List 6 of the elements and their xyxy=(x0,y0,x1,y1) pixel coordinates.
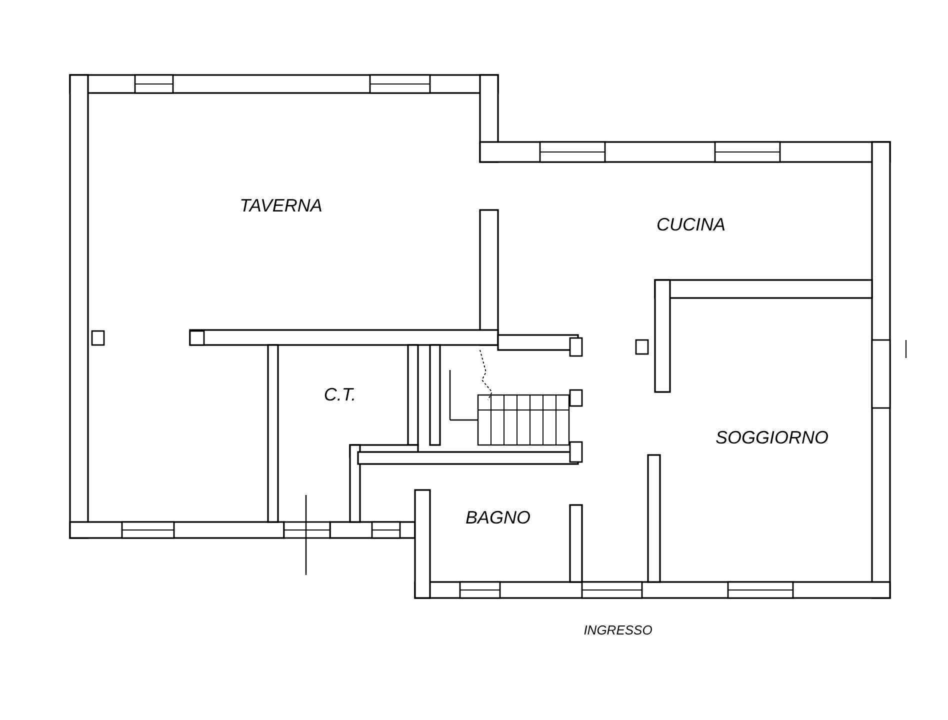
room-label: SOGGIORNO xyxy=(716,428,828,448)
room-label: C.T. xyxy=(324,384,356,406)
room-label: TAVERNA xyxy=(240,196,322,216)
entrance-label: INGRESSO xyxy=(584,622,652,638)
room-label: CUCINA xyxy=(656,214,726,236)
room-label: BAGNO xyxy=(466,508,530,528)
